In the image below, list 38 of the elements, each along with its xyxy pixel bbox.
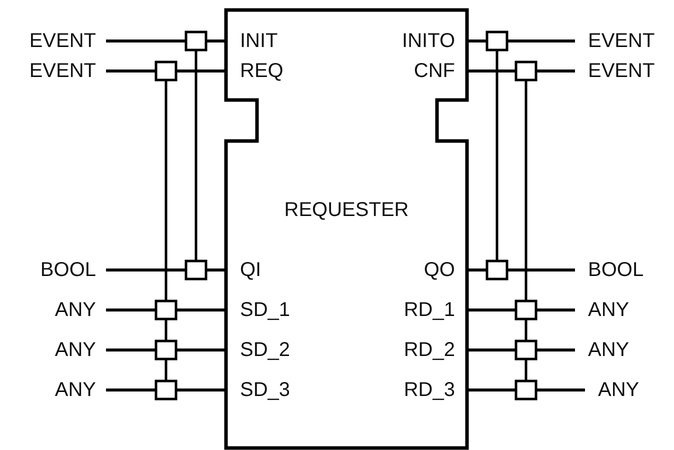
block-type-name: REQUESTER bbox=[284, 199, 409, 221]
data-type-label: ANY bbox=[54, 379, 106, 401]
connector-line bbox=[467, 388, 585, 392]
connector-line bbox=[106, 308, 226, 312]
connector-line bbox=[106, 40, 226, 42]
port-name: CNF bbox=[414, 60, 467, 82]
port-name: QO bbox=[424, 259, 467, 281]
data-type-label: EVENT bbox=[575, 60, 655, 82]
data-type-label: ANY bbox=[54, 299, 106, 321]
data-type-label: BOOL bbox=[40, 259, 106, 281]
data-type-label: EVENT bbox=[29, 30, 106, 52]
port-name: SD_2 bbox=[226, 339, 290, 361]
data-type-label: ANY bbox=[54, 339, 106, 361]
connector-line bbox=[106, 348, 226, 352]
connector-line bbox=[467, 40, 575, 42]
connector-line bbox=[106, 268, 226, 272]
port-name: INIT bbox=[226, 30, 278, 52]
connector-line bbox=[106, 70, 226, 72]
connector-line bbox=[467, 268, 575, 272]
data-type-label: ANY bbox=[575, 339, 630, 361]
data-type-label: ANY bbox=[575, 299, 630, 321]
port-name: SD_1 bbox=[226, 299, 290, 321]
port-name: QI bbox=[226, 259, 262, 281]
port-name: RD_1 bbox=[404, 299, 467, 321]
connector-line bbox=[467, 308, 575, 312]
data-type-label: BOOL bbox=[575, 259, 644, 281]
connector-line bbox=[467, 70, 575, 72]
port-name: INITO bbox=[402, 30, 467, 52]
port-name: RD_3 bbox=[404, 379, 467, 401]
connector-line bbox=[467, 348, 575, 352]
port-name: REQ bbox=[226, 60, 284, 82]
data-type-label: EVENT bbox=[29, 60, 106, 82]
data-type-label: EVENT bbox=[575, 30, 655, 52]
function-block bbox=[226, 10, 467, 448]
data-type-label: ANY bbox=[585, 379, 640, 401]
port-name: RD_2 bbox=[404, 339, 467, 361]
connector-line bbox=[106, 388, 226, 392]
port-name: SD_3 bbox=[226, 379, 290, 401]
